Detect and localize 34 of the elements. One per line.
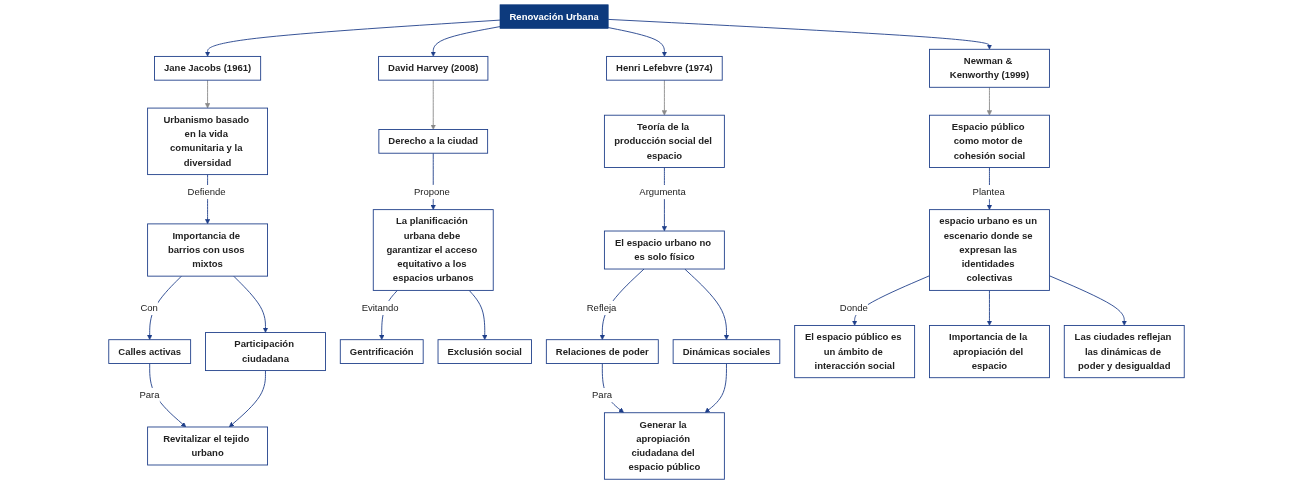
edge-label: Para <box>139 389 160 400</box>
node-box: Gentrificación <box>339 339 424 364</box>
node-box: Importancia de la apropiación del espacio <box>929 325 1050 379</box>
node-box: Relaciones de poder <box>545 339 659 364</box>
edge-label: Argumenta <box>639 186 686 197</box>
node-box: Dinámicas sociales <box>672 339 781 364</box>
node-box: David Harvey (2008) <box>378 55 489 81</box>
node-box: La planificación urbana debe garantizar el acceso equitativo a los espacios urbanos <box>372 209 494 291</box>
node-box: El espacio urbano no es solo físico <box>603 230 725 270</box>
node-box: Generar la apropiación ciudadana del espacio público <box>603 412 725 480</box>
edge-label: Evitando <box>361 302 399 313</box>
node-box: El espacio público es un ámbito de interacción social <box>794 325 916 379</box>
node-box: Newman & Kenworthy (1999) <box>929 48 1050 88</box>
edge-label: Con <box>140 302 158 313</box>
node-box: Importancia de barrios con usos mixtos <box>147 223 268 277</box>
node-box: Urbanismo basado en la vida comunitaria y la diversidad <box>147 107 268 176</box>
edge-label: Para <box>592 389 613 400</box>
node-box: Espacio público como motor de cohesión social <box>929 114 1050 168</box>
node-box: Jane Jacobs (1961) <box>154 55 262 81</box>
node-box: Teoría de la producción social del espacio <box>603 114 725 168</box>
node-box: Derecho a la ciudad <box>378 129 489 154</box>
node-box: Renovación Urbana <box>499 4 609 29</box>
edge-label: Plantea <box>972 186 1005 197</box>
node-box: Revitalizar el tejido urbano <box>147 426 268 466</box>
node-box: Participación ciudadana <box>205 332 326 371</box>
node-box: Las ciudades reflejan las dinámicas de poder y desigualdad <box>1063 325 1185 379</box>
node-box: espacio urbano es un escenario donde se expresan las identidades colectivas <box>929 209 1050 291</box>
edge-label: Refleja <box>586 302 617 313</box>
edge-label: Donde <box>839 302 868 313</box>
edge-label: Propone <box>413 186 450 197</box>
edge-label: Defiende <box>187 186 226 197</box>
node-box: Calles activas <box>108 339 192 364</box>
node-box: Henri Lefebvre (1974) <box>606 55 723 81</box>
node-box: Exclusión social <box>437 339 532 364</box>
